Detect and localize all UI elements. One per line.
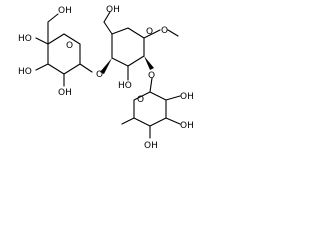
left-ring — [35, 13, 93, 87]
central-c6-oh-label: OH — [106, 5, 120, 15]
molecule-drawing: OH O HO HO OH O OH O O HO O O OH OH OH — [18, 5, 194, 151]
right-c3-bond — [165, 117, 181, 125]
glycosidic-oxygen-1: O — [96, 70, 103, 80]
central-c6-oh-bond — [103, 11, 111, 23]
left-ring-oxygen: O — [66, 41, 73, 51]
central-c2-wedge — [144, 56, 154, 70]
methoxy-oxygen: O — [161, 26, 168, 36]
left-c3-bond — [35, 63, 49, 71]
left-c4-bond — [35, 37, 49, 45]
central-ring-bonds — [111, 27, 145, 67]
central-c4-wedge — [100, 58, 112, 74]
right-c3-oh-label: OH — [180, 121, 194, 131]
central-c6-bond — [103, 21, 113, 35]
left-c2-oh-label: OH — [58, 88, 72, 98]
right-c2-oh-label: OH — [180, 92, 194, 102]
right-c4-oh-label: OH — [144, 141, 158, 151]
methyl-bond — [167, 29, 179, 37]
central-ring-oxygen: O — [146, 27, 153, 37]
left-c3-oh-label: HO — [18, 67, 32, 77]
right-c2-bond — [165, 95, 181, 101]
central-c3-oh-label: HO — [118, 81, 132, 91]
central-ring — [100, 11, 179, 81]
right-ring — [121, 77, 181, 139]
left-anomeric-bond — [79, 63, 93, 73]
left-c4-oh-label: HO — [18, 34, 32, 44]
right-ring-oxygen: O — [137, 95, 144, 105]
glycosidic-oxygen-2: O — [148, 71, 155, 81]
left-c6-oh-bond — [47, 13, 59, 23]
structure-diagram: OH O HO HO OH O OH O O HO O O OH OH OH — [0, 0, 201, 160]
right-link-bond — [149, 77, 153, 93]
central-anomeric-bond — [143, 29, 161, 39]
left-c6-oh-label: OH — [58, 6, 72, 16]
right-methyl-bond — [121, 117, 135, 125]
left-ring-bonds — [47, 33, 81, 75]
